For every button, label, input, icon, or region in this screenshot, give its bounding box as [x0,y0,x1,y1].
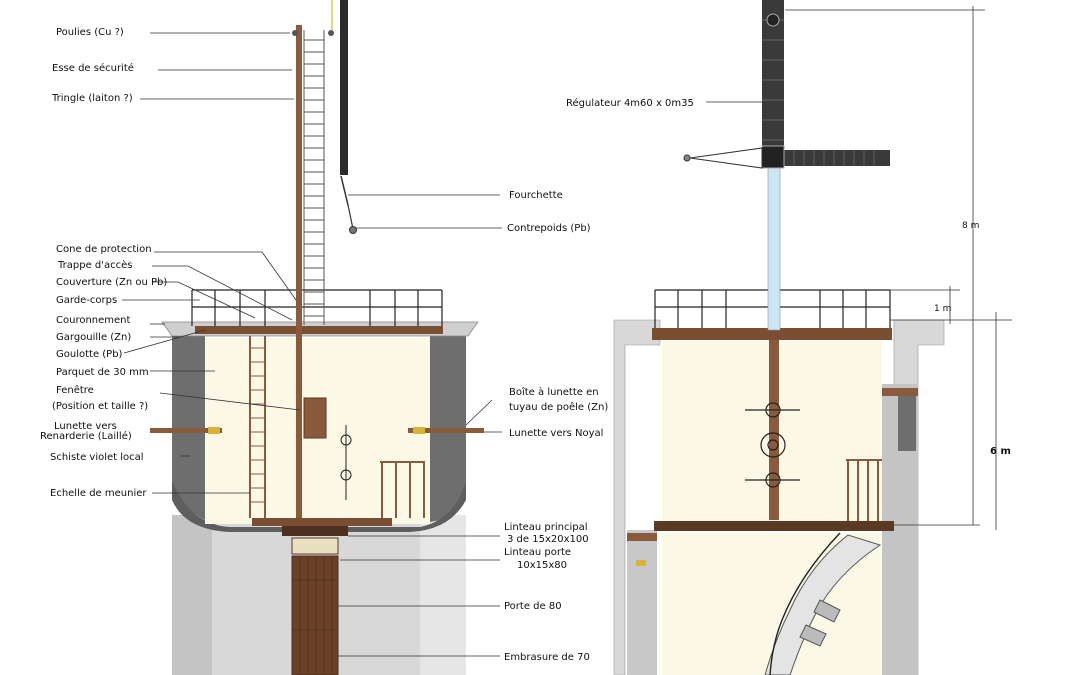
floor-right [654,521,894,531]
label-contrepoids: Contrepoids (Pb) [507,223,591,234]
label-gardecorps: Garde-corps [56,295,117,306]
label-linteau-principal: Linteau principal [504,522,588,533]
mast-left [296,25,302,520]
indicator-arm [784,150,890,166]
regulator [762,0,784,168]
floor-lintel [252,518,392,526]
label-linteau-porte-2: 10x15x80 [517,560,567,571]
label-goulotte: Goulotte (Pb) [56,349,123,360]
label-fourchette: Fourchette [509,190,563,201]
mechanism-right [745,402,800,488]
dim-tower-height: 6 m [990,446,1011,457]
label-regulateur: Régulateur 4m60 x 0m35 [566,97,694,109]
label-linteau-porte: Linteau porte [504,547,571,558]
schist-wall-right [430,333,466,522]
label-couronnement: Couronnement [56,315,131,326]
label-fenetre: Fenêtre [56,384,94,396]
label-lunette-noyal: Lunette vers Noyal [509,428,603,439]
interior-railing-left [380,461,425,518]
label-esse: Esse de sécurité [52,62,134,74]
label-schiste: Schiste violet local [50,452,144,463]
door-left [291,555,339,675]
label-porte: Porte de 80 [504,601,562,612]
label-linteau-principal-2: 3 de 15x20x100 [507,534,589,545]
label-boite-2: tuyau de poêle (Zn) [509,401,608,413]
left-labels: Poulies (Cu ?) Esse de sécurité Tringle … [40,27,167,499]
dimension-lines [785,6,1012,530]
counterweight-left [349,226,357,234]
dim-mast-height: 8 m [962,221,979,231]
dimension-labels: 8 m 1 m 6 m [934,221,1011,457]
right-cross-section [613,0,945,675]
mast-right [767,164,781,331]
label-lunette-renarderie: Lunette vers [54,421,117,432]
label-trappe: Trappe d'accès [57,259,133,271]
label-parquet: Parquet de 30 mm [56,367,149,378]
regulator-edge [340,0,348,175]
label-gargouille: Gargouille (Zn) [56,332,131,343]
label-lunette-renarderie-2: Renarderie (Laillé) [40,430,132,442]
label-couverture: Couverture (Zn ou Pb) [56,277,167,288]
label-tringle: Tringle (laiton ?) [51,93,133,104]
label-fenetre-2: (Position et taille ?) [52,401,148,412]
mast-ladder [303,30,325,325]
label-echelle: Echelle de meunier [50,488,147,499]
label-boite: Boîte à lunette en [509,386,599,398]
schist-wall-left [172,333,205,520]
telescope-noyal [408,428,484,433]
section-labels: Régulateur 4m60 x 0m35 [566,97,694,109]
right-labels: Fourchette Contrepoids (Pb) Boîte à lune… [504,190,608,663]
window-left [303,397,327,439]
spiral-staircase [764,534,882,675]
label-embrasure: Embrasure de 70 [504,652,590,663]
leader-lines-left [122,32,502,657]
label-poulies: Poulies (Cu ?) [56,27,124,38]
telescope-renarderie [150,428,222,433]
dim-rail-height: 1 m [934,304,951,314]
left-cross-section [150,0,484,675]
label-cone: Cone de protection [56,244,152,255]
guardrail-left [191,289,443,326]
